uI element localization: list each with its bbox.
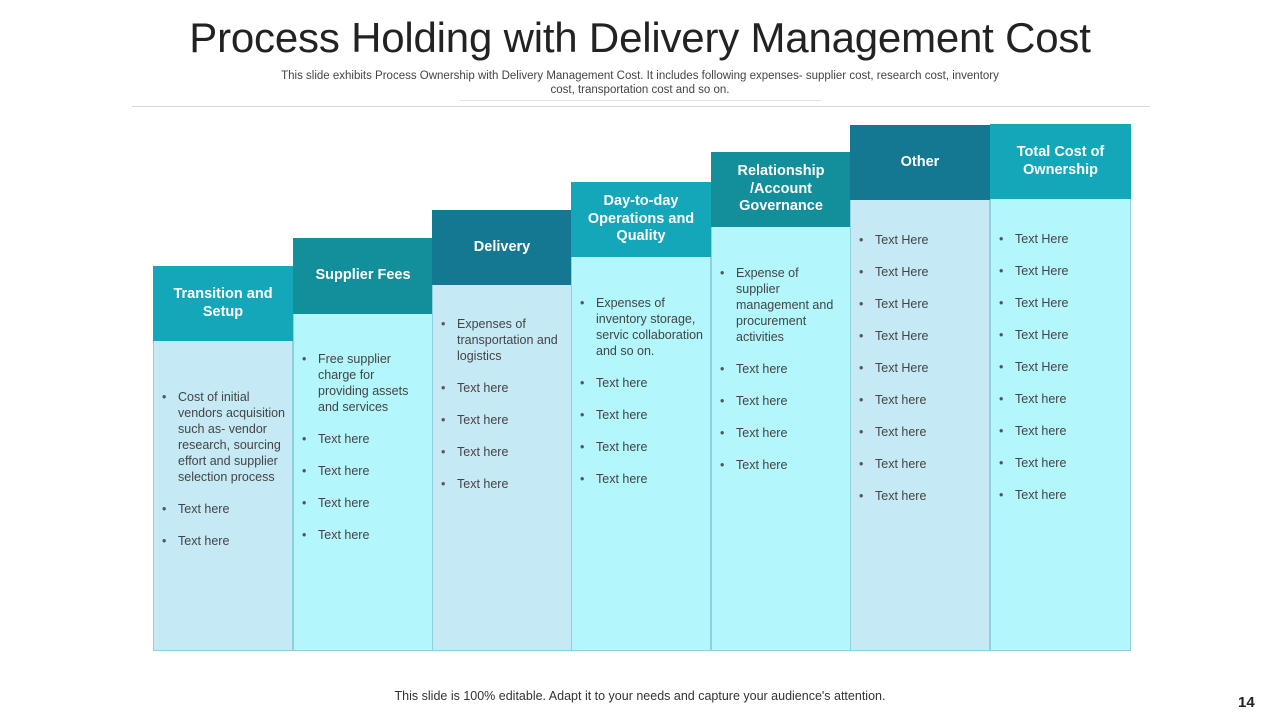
bullet-item: Text here [302,527,426,543]
step-header: Relationship /Account Governance [711,152,851,227]
step-bullet-list: Free supplier charge for providing asset… [294,351,432,543]
slide-subtitle: This slide exhibits Process Ownership wi… [281,70,999,96]
slide-title: Process Holding with Delivery Management… [189,14,1091,61]
bullet-item: Text Here [999,263,1124,279]
step-body: Free supplier charge for providing asset… [293,314,433,651]
step-bullet-list: Expenses of inventory storage, servic co… [572,295,710,487]
step-column: Transition and SetupCost of initial vend… [153,266,293,651]
step-header: Transition and Setup [153,266,293,341]
step-header: Other [850,125,990,200]
step-bullet-list: Expense of supplier management and procu… [712,265,850,473]
bullet-item: Text here [162,533,286,549]
step-column: OtherText HereText HereText HereText Her… [850,125,990,651]
bullet-item: Text here [441,380,565,396]
bullet-item: Free supplier charge for providing asset… [302,351,426,415]
bullet-item: Text here [580,439,704,455]
step-body: Cost of initial vendors acquisition such… [153,341,293,651]
bullet-item: Text Here [859,360,983,376]
bullet-item: Text Here [859,328,983,344]
bullet-item: Text Here [999,359,1124,375]
bullet-item: Text here [999,423,1124,439]
bullet-item: Text here [720,425,844,441]
step-column: Relationship /Account GovernanceExpense … [711,152,851,651]
step-header: Total Cost of Ownership [990,124,1131,199]
bullet-item: Text here [720,361,844,377]
title-divider [132,106,1150,107]
bullet-item: Expense of supplier management and procu… [720,265,844,345]
bullet-item: Text here [859,392,983,408]
bullet-item: Text here [999,455,1124,471]
bullet-item: Text here [859,424,983,440]
bullet-item: Text here [302,495,426,511]
step-header: Supplier Fees [293,238,433,314]
step-header: Day-to-day Operations and Quality [571,182,711,257]
step-body: Text HereText HereText HereText HereText… [850,200,990,651]
bullet-item: Cost of initial vendors acquisition such… [162,389,286,485]
step-column: DeliveryExpenses of transportation and l… [432,210,572,651]
footer-note: This slide is 100% editable. Adapt it to… [394,689,886,703]
bullet-item: Text here [999,487,1124,503]
bullet-item: Expenses of inventory storage, servic co… [580,295,704,359]
step-bullet-list: Cost of initial vendors acquisition such… [154,389,292,549]
step-body: Expense of supplier management and procu… [711,227,851,651]
step-body: Text HereText HereText HereText HereText… [990,199,1131,651]
bullet-item: Text here [580,375,704,391]
bullet-item: Text here [999,391,1124,407]
bullet-item: Text Here [999,327,1124,343]
step-header: Delivery [432,210,572,285]
bullet-item: Text Here [999,231,1124,247]
subtitle-underline [460,100,822,101]
bullet-item: Text Here [859,296,983,312]
bullet-item: Text here [720,457,844,473]
bullet-item: Text here [580,471,704,487]
bullet-item: Text here [580,407,704,423]
bullet-item: Text here [441,444,565,460]
bullet-item: Text here [859,456,983,472]
bullet-item: Text Here [859,232,983,248]
bullet-item: Text here [302,463,426,479]
bullet-item: Text Here [999,295,1124,311]
bullet-item: Text here [302,431,426,447]
step-body: Expenses of transportation and logistics… [432,285,572,651]
step-bullet-list: Text HereText HereText HereText HereText… [991,231,1130,503]
bullet-item: Text here [720,393,844,409]
bullet-item: Text here [859,488,983,504]
bullet-item: Text here [162,501,286,517]
bullet-item: Text here [441,476,565,492]
step-bullet-list: Expenses of transportation and logistics… [433,316,571,492]
step-column: Supplier FeesFree supplier charge for pr… [293,238,433,651]
step-bullet-list: Text HereText HereText HereText HereText… [851,232,989,504]
step-column: Total Cost of OwnershipText HereText Her… [990,124,1131,651]
bullet-item: Text here [441,412,565,428]
page-number: 14 [1238,694,1255,711]
bullet-item: Expenses of transportation and logistics [441,316,565,364]
step-body: Expenses of inventory storage, servic co… [571,257,711,651]
step-column: Day-to-day Operations and QualityExpense… [571,182,711,651]
bullet-item: Text Here [859,264,983,280]
